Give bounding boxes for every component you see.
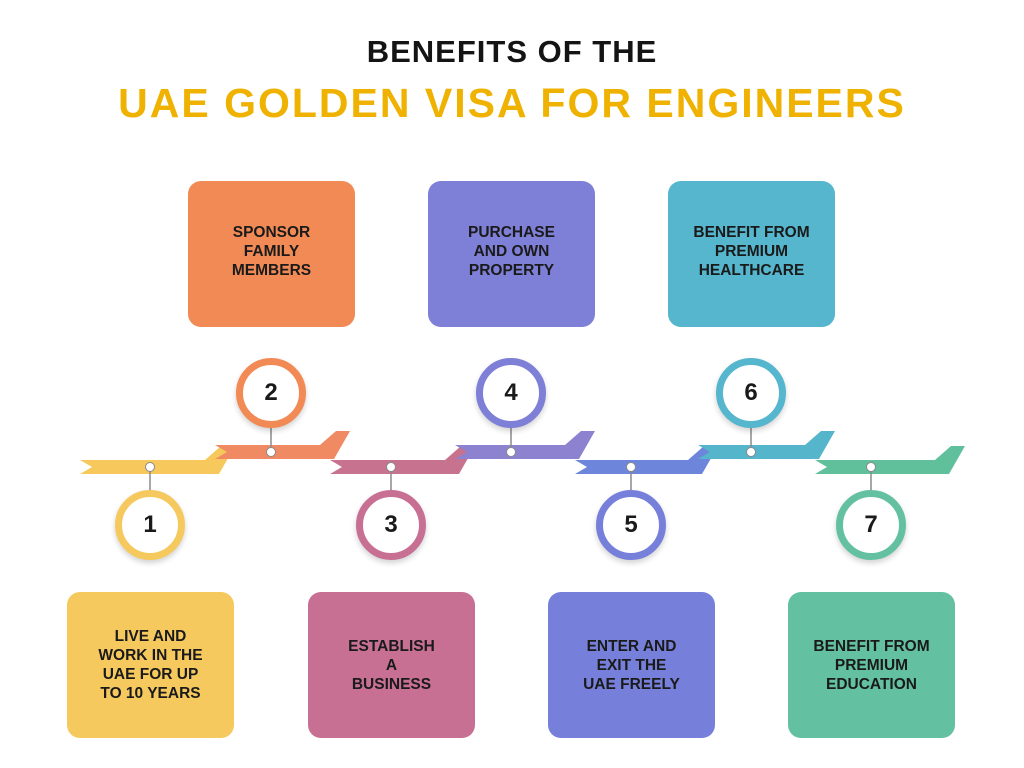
step-number-4: 4 [476, 358, 546, 428]
benefit-box-4: PURCHASE AND OWN PROPERTY [428, 181, 595, 327]
connector-dot-1 [145, 462, 155, 472]
benefit-label-7: BENEFIT FROM PREMIUM EDUCATION [813, 637, 930, 693]
connector-dot-2 [266, 447, 276, 457]
connector-dot-4 [506, 447, 516, 457]
benefit-box-6: BENEFIT FROM PREMIUM HEALTHCARE [668, 181, 835, 327]
benefit-label-4: PURCHASE AND OWN PROPERTY [468, 224, 555, 279]
step-number-6: 6 [716, 358, 786, 428]
step-number-1: 1 [115, 490, 185, 560]
timeline-segment-7 [815, 446, 965, 474]
timeline-segment-5 [575, 446, 718, 474]
benefit-label-6: BENEFIT FROM PREMIUM HEALTHCARE [693, 224, 810, 279]
step-number-7: 7 [836, 490, 906, 560]
benefit-label-2: SPONSOR FAMILY MEMBERS [231, 224, 312, 279]
benefit-box-3: ESTABLISH A BUSINESS [308, 592, 475, 738]
title-line-2: UAE GOLDEN VISA FOR ENGINEERS [118, 80, 906, 126]
connector-dot-6 [746, 447, 756, 457]
timeline-segment-4 [455, 431, 595, 459]
step-number-3: 3 [356, 490, 426, 560]
timeline-segment-3 [330, 446, 475, 474]
benefit-label-5: ENTER AND EXIT THE UAE FREELY [583, 637, 680, 693]
timeline-segment-6 [698, 431, 835, 459]
connector-dot-3 [386, 462, 396, 472]
benefit-box-1: LIVE AND WORK IN THE UAE FOR UP TO 10 YE… [67, 592, 234, 738]
benefit-box-5: ENTER AND EXIT THE UAE FREELY [548, 592, 715, 738]
timeline-segment-2 [215, 431, 350, 459]
benefit-box-7: BENEFIT FROM PREMIUM EDUCATION [788, 592, 955, 738]
step-number-5: 5 [596, 490, 666, 560]
connector-dot-7 [866, 462, 876, 472]
connector-dot-5 [626, 462, 636, 472]
benefit-label-1: LIVE AND WORK IN THE UAE FOR UP TO 10 YE… [98, 628, 203, 702]
benefit-label-3: ESTABLISH A BUSINESS [348, 637, 435, 693]
step-number-2: 2 [236, 358, 306, 428]
timeline-segment-1 [80, 446, 235, 474]
title-line-1: BENEFITS OF THE [366, 34, 658, 69]
benefit-box-2: SPONSOR FAMILY MEMBERS [188, 181, 355, 327]
